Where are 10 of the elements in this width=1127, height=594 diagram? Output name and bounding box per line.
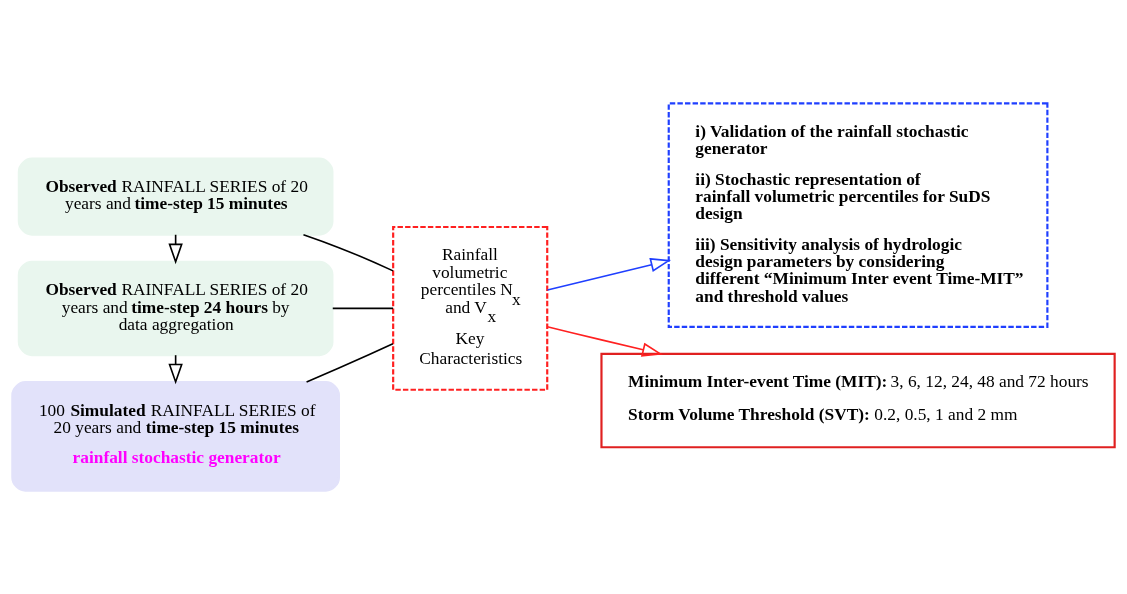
node-box: Observed RAINFALL SERIES of 20 years and time-step 24 hours by data aggregation: [17, 260, 334, 357]
node-box: Observed RAINFALL SERIES of 20 years and time-step 15 minutes: [17, 157, 334, 236]
node-box: 100 Simulated RAINFALL SERIES of 20 years and time-step 15 minutes rainfall stochastic generator: [11, 381, 340, 492]
node-box: Minimum Inter-event Time (MIT): 3, 6, 12, 24, 48 and 72 hours Storm Volume Threshold (SVT): 0.2, 0.5, 1 and 2 mm: [600, 352, 1116, 449]
arrow: [546, 257, 672, 291]
connector: [302, 233, 394, 272]
node-box: i) Validation of the rainfall stochastic generator ii) Stochastic representation of rainfall volumetric percentiles for SuDS design iii) Sensitivity analysis of hydrologic design parameters by considering different “Minimum Inter event Time-MIT” and threshold values: [667, 102, 1049, 328]
connector: [305, 343, 394, 383]
connector: [331, 307, 394, 310]
arrow: [546, 326, 663, 357]
